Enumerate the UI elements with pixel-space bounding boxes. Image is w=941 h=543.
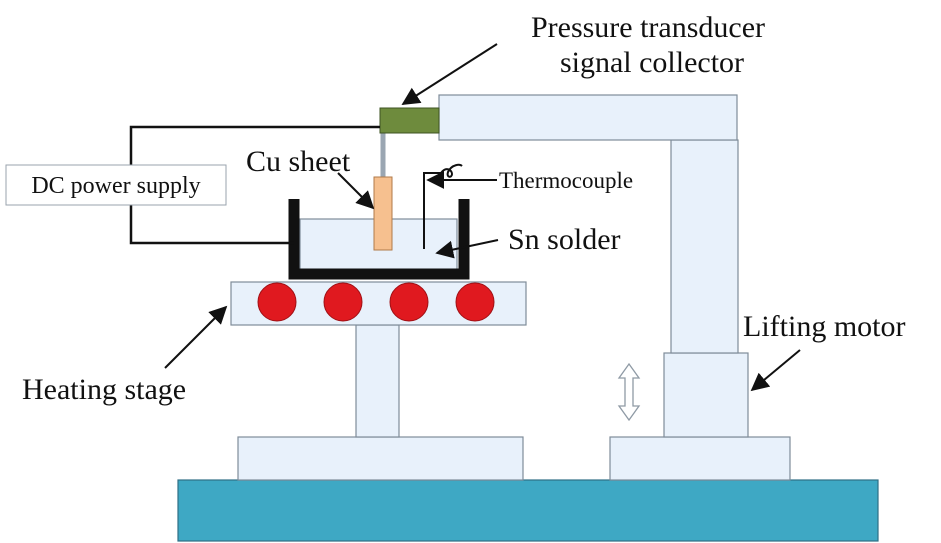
cu-sheet — [373, 176, 393, 251]
heating-element — [257, 282, 297, 322]
dc-power-supply-box — [5, 164, 227, 206]
lifting-motor-leader-arrow — [750, 349, 801, 392]
pressure-transducer-label-line1: Pressure transducer — [531, 11, 765, 44]
heating-element — [455, 282, 495, 322]
heating-element — [323, 282, 363, 322]
lifting-motor-foot — [609, 436, 791, 481]
transducer-leader-arrow — [401, 43, 498, 105]
heating-stage-foot — [237, 436, 524, 481]
lifting-motor — [663, 352, 749, 438]
double-arrow-icon — [617, 362, 641, 422]
heating-element — [389, 282, 429, 322]
lifting-column — [670, 139, 739, 354]
heating-stage-label: Heating stage — [22, 373, 186, 406]
sn-solder-label: Sn solder — [508, 223, 621, 256]
heating-stage-column — [355, 324, 400, 438]
dc-power-supply-label: DC power supply — [31, 173, 200, 199]
cu-sheet-label: Cu sheet — [246, 145, 351, 178]
power-wire-bottom — [129, 205, 294, 245]
thermocouple-wire — [423, 163, 463, 249]
lifting-motor-label: Lifting motor — [743, 310, 905, 343]
sn-solder-leader-arrow — [435, 239, 499, 259]
heating-stage-leader-arrow — [164, 305, 228, 369]
pressure-transducer-label-line2: signal collector — [560, 46, 744, 79]
crucible — [288, 199, 470, 280]
thermocouple-label: Thermocouple — [499, 168, 633, 193]
base-plate — [177, 479, 879, 542]
pressure-transducer — [379, 107, 440, 134]
cu-sheet-leader-arrow — [337, 172, 375, 210]
cantilever-arm — [438, 94, 738, 141]
power-wire-top — [129, 125, 380, 165]
